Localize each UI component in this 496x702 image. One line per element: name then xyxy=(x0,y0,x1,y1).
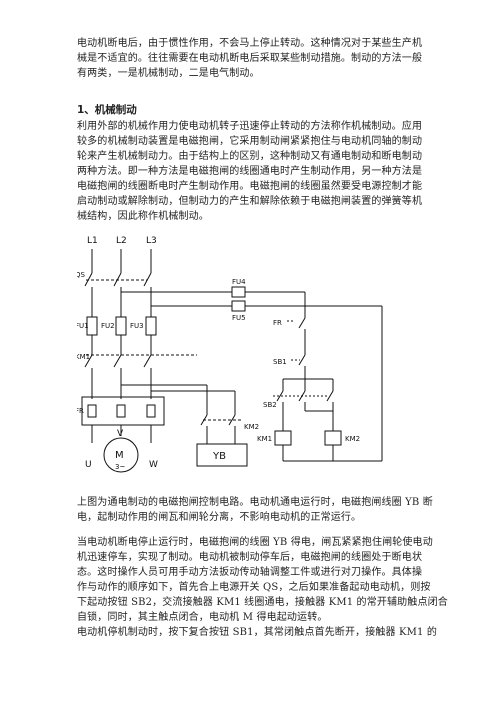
text-line: 上图为通电制动的电磁抱闸控制电路。电动机通电运行时，电磁抱闸线圈 YB 断 xyxy=(77,497,433,508)
brake-control-circuit-diagram: L1 L2 L3 QS FU4 FU5 FU1 FU2 FU3 KM1 FR F… xyxy=(77,231,414,484)
text-line: 当电动机断电停止运行时，电磁抱闸的线圈 YB 得电，闸瓦紧紧抱住闸轮使电动 xyxy=(77,537,433,548)
text-line: 态。这时操作人员可用手动方法扳动传动轴调整工件或进行对刀操作。具体操 xyxy=(77,567,423,578)
diagram-caption-paragraph: 上图为通电制动的电磁抱闸控制电路。电动机通电运行时，电磁抱闸线圈 YB 断 电，… xyxy=(77,495,433,525)
operation-paragraph: 当电动机断电停止运行时，电磁抱闸的线圈 YB 得电，闸瓦紧紧抱住闸轮使电动 机迅… xyxy=(77,535,448,625)
text-line: 利用外部的机械作用力使电动机转子迅速停止转动的方法称作机械制动。应用 xyxy=(77,121,423,132)
fr-contact-label: FR xyxy=(273,319,282,327)
fu1-label: FU1 xyxy=(77,322,89,330)
text-line: 械是不适宜的。往往需要在电动机断电后采取某些制动措施。制动的方法一般 xyxy=(77,53,423,64)
fu3-label: FU3 xyxy=(130,322,144,330)
qs-label: QS xyxy=(77,271,86,279)
sb1-label: SB1 xyxy=(273,358,287,366)
text-line: 机迅速停车，实现了制动。电动机被制动停车后，电磁抱闸的线圈处于断电状 xyxy=(77,552,423,563)
motor-m-label: M xyxy=(115,450,124,461)
text-line: 电动机断电后，由于惯性作用，不会马上停止转动。这种情况对于某些生产机 xyxy=(77,38,423,49)
phase-label: L3 xyxy=(146,236,157,246)
stop-brake-paragraph: 电动机停机制动时，按下复合按钮 SB1，其常闭触点首先断开，接触器 KM1 的 xyxy=(77,625,438,640)
km2-contact-label: KM2 xyxy=(244,423,259,431)
fu2-label: FU2 xyxy=(101,322,115,330)
motor-w-label: W xyxy=(149,460,158,470)
text-line: 电磁抱闸的线圈断电时产生制动作用。电磁抱闸的线圈虽然要受电源控制才能 xyxy=(77,181,423,192)
text-line: 自锁，同时，其主触点闭合，电动机 M 得电起动运转。 xyxy=(77,612,328,623)
intro-paragraph: 电动机断电后，由于惯性作用，不会马上停止转动。这种情况对于某些生产机 械是不适宜… xyxy=(77,36,429,81)
motor-phase-label: 3~ xyxy=(115,463,125,471)
text-line: 有两类，一是机械制动，二是电气制动。 xyxy=(77,68,260,79)
mechanical-brake-paragraph: 利用外部的机械作用力使电动机转子迅速停止转动的方法称作机械制动。应用 较多的机械… xyxy=(77,119,429,224)
text-line: 下起动按钮 SB2，交流接触器 KM1 线圈通电，接触器 KM1 的常开辅助触点… xyxy=(77,597,448,608)
text-line: 械结构，因此称作机械制动。 xyxy=(77,211,209,222)
phase-label: L2 xyxy=(116,236,127,246)
km1-main-label: KM1 xyxy=(77,353,90,361)
km1-coil-label: KM1 xyxy=(257,435,272,443)
section-heading: 1、机械制动 xyxy=(77,104,137,116)
text-line: 较多的机械制动装置是电磁抱闸，它采用制动闸紧紧抱住与电动机同轴的制动 xyxy=(77,136,423,147)
text-line: 作与动作的顺序如下，首先合上电源开关 QS，之后如果准备起动电动机，则按 xyxy=(77,582,431,593)
text-line: 轮来产生机械制动力。由于结构上的区别，这种制动又有通电制动和断电制动 xyxy=(77,151,423,162)
fu4-label: FU4 xyxy=(232,278,246,286)
fu5-label: FU5 xyxy=(232,314,246,322)
text-line: 启动制动或解除制动，但制动力的产生和解除依赖于电磁抱闸装置的弹簧等机 xyxy=(77,196,423,207)
phase-label: L1 xyxy=(87,236,98,246)
motor-u-label: U xyxy=(85,460,92,470)
yb-label: YB xyxy=(212,451,226,462)
fr-main-label: FR xyxy=(77,407,84,415)
km2-coil-label: KM2 xyxy=(345,435,360,443)
motor-v-label: V xyxy=(117,429,124,439)
text-line: 电，起制动作用的闸瓦和闸轮分离，不影响电动机的正常运行。 xyxy=(77,512,362,523)
sb2-label: SB2 xyxy=(263,401,277,409)
text-line: 两种方法。即一种方法是电磁抱闸的线圈通电时产生制动作用，另一种方法是 xyxy=(77,166,423,177)
text-line: 电动机停机制动时，按下复合按钮 SB1，其常闭触点首先断开，接触器 KM1 的 xyxy=(77,627,438,638)
